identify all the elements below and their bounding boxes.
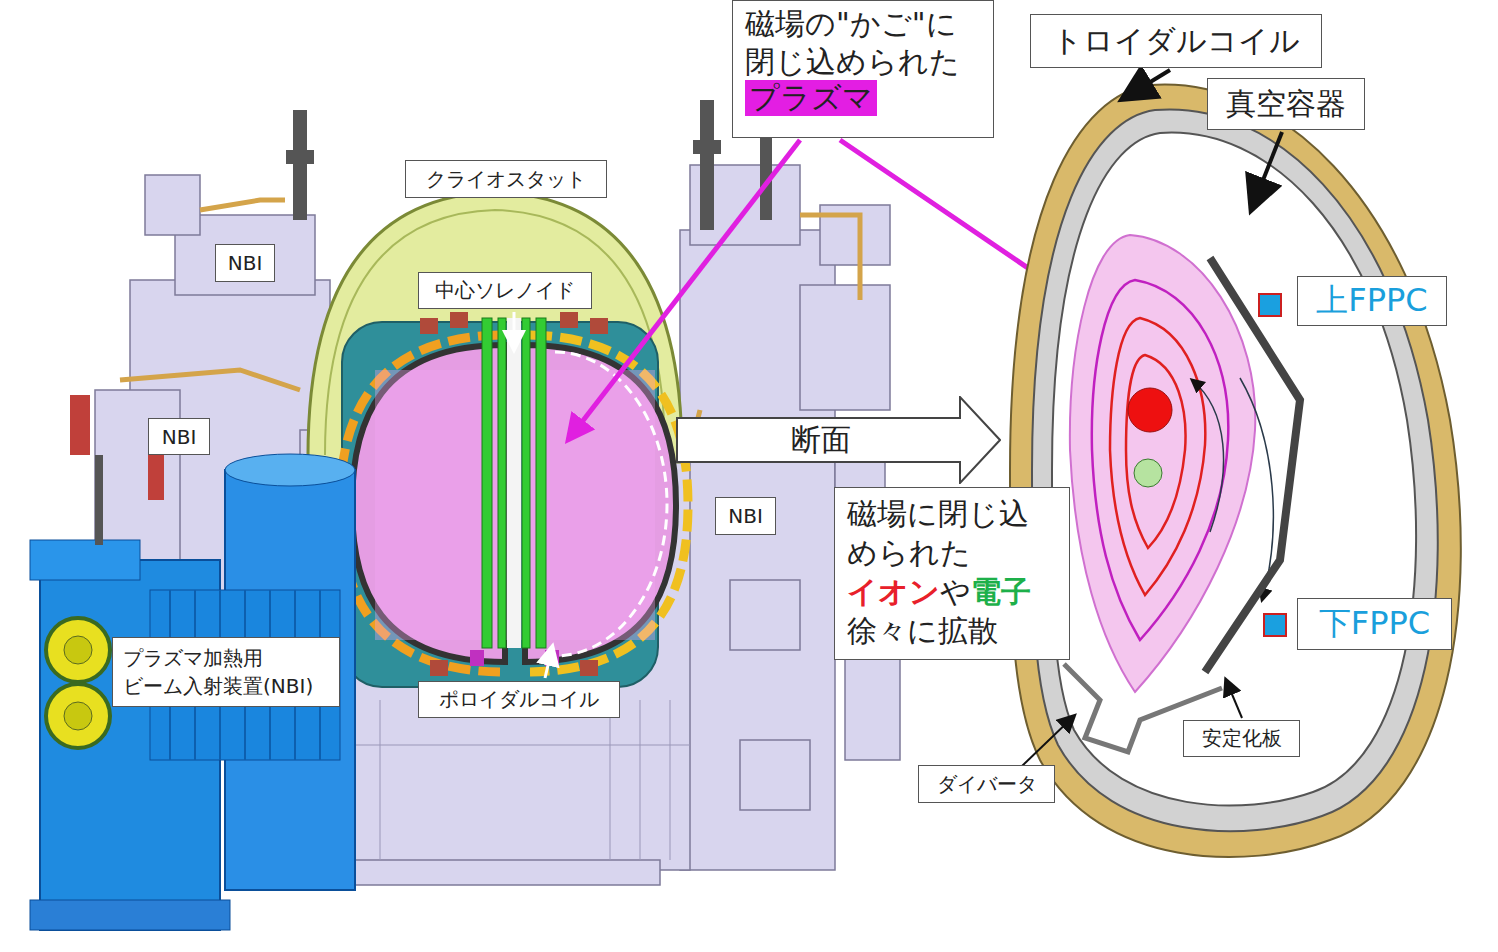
part-label: 安定化板: [1183, 720, 1300, 757]
node-text: 安定化板: [1202, 725, 1282, 752]
callout-box: 磁場に閉じ込められたイオンや電子徐々に拡散: [834, 487, 1070, 660]
node-text: 上FPPC: [1316, 279, 1427, 323]
part-label: NBI: [215, 244, 275, 282]
node-text: 真空容器: [1226, 84, 1346, 125]
node-text: 磁場に閉じ込められた: [847, 494, 1057, 572]
part-label: 真空容器: [1207, 78, 1365, 130]
part-label: クライオスタット: [405, 160, 607, 198]
node-text: 電子: [971, 574, 1031, 609]
node-text: トロイダルコイル: [1052, 21, 1300, 62]
part-label: トロイダルコイル: [1030, 14, 1322, 68]
node-text: プラズマ加熱用 ビーム入射装置(NBI): [123, 644, 329, 700]
cross-section: [1010, 84, 1461, 857]
part-label: NBI: [715, 497, 776, 535]
base-ribs: [300, 700, 690, 860]
part-label: 下FPPC: [1297, 598, 1452, 650]
node-text: や: [940, 574, 971, 609]
block-arrow: 断面: [676, 396, 1001, 484]
node-text: NBI: [162, 425, 197, 449]
node-text: 徐々に拡散: [847, 611, 1057, 650]
node-text: クライオスタット: [426, 166, 586, 193]
node-text: NBI: [228, 251, 263, 275]
node-text: 磁場の"かご"に閉じ込められた: [745, 5, 981, 80]
part-label: 上FPPC: [1297, 276, 1447, 326]
part-label: 中心ソレノイド: [418, 272, 592, 309]
node-text: 下FPPC: [1319, 602, 1430, 646]
node-text: ダイバータ: [937, 771, 1037, 798]
poloidal-coils: [420, 312, 608, 676]
part-label: NBI: [148, 418, 210, 455]
node-text: 中心ソレノイド: [435, 277, 575, 304]
callout-box: 磁場の"かご"に閉じ込められたプラズマ: [732, 0, 994, 138]
part-label: ダイバータ: [918, 765, 1055, 803]
node-text: 断面: [791, 420, 851, 461]
part-label: プラズマ加熱用 ビーム入射装置(NBI): [112, 637, 340, 707]
node-text: プラズマ: [745, 80, 877, 116]
node-text: NBI: [728, 504, 763, 528]
part-label: ポロイダルコイル: [418, 681, 620, 718]
nbi-injector: [30, 395, 355, 930]
node-text: イオン: [847, 574, 940, 609]
node-text: ポロイダルコイル: [439, 686, 599, 713]
central-solenoid: [482, 318, 546, 648]
